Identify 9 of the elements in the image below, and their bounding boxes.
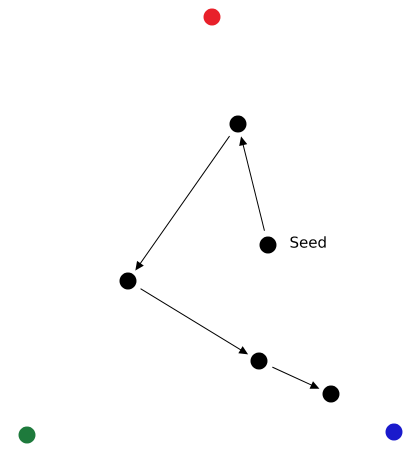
dot: [386, 424, 402, 440]
dot: [120, 272, 136, 290]
dot: [230, 116, 246, 132]
dot: [204, 8, 220, 26]
dot-label: Seed: [290, 236, 326, 248]
dot: [260, 236, 276, 254]
dot: [18, 426, 36, 444]
dot: [322, 386, 340, 402]
dot: [250, 352, 268, 370]
